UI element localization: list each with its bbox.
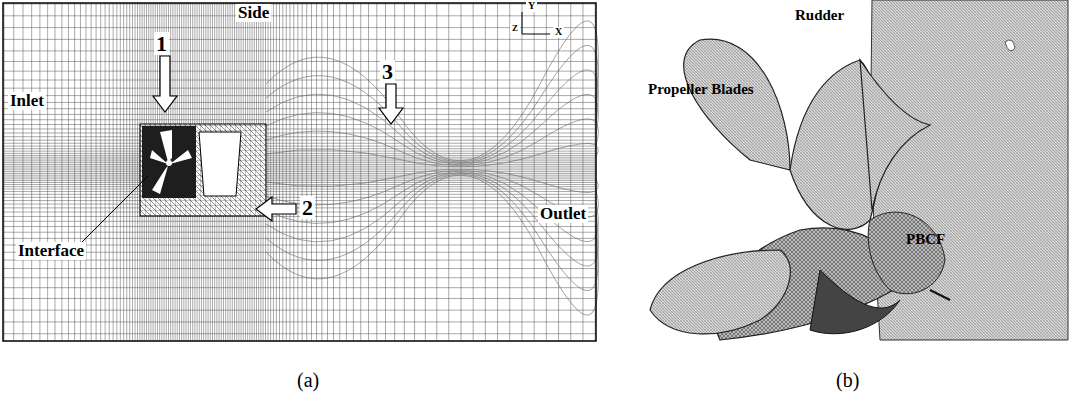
callout-number: 2 — [300, 196, 315, 219]
axis-label: Z — [510, 24, 520, 33]
callout-number: 1 — [154, 32, 169, 55]
panel-label: (b) — [836, 370, 859, 391]
side-label: Side — [236, 4, 271, 22]
part-label: Rudder — [795, 8, 844, 24]
boundary-label: Inlet — [8, 92, 46, 110]
interface-label: Interface — [16, 242, 86, 260]
boundary-label: Outlet — [538, 205, 588, 223]
part-label: PBCF — [906, 232, 945, 248]
panel-label: (a) — [297, 370, 319, 391]
callout-number: 3 — [380, 60, 395, 83]
part-label: Propeller Blades — [648, 82, 754, 98]
axis-label: Y — [526, 1, 537, 12]
axis-label: X — [553, 27, 564, 38]
